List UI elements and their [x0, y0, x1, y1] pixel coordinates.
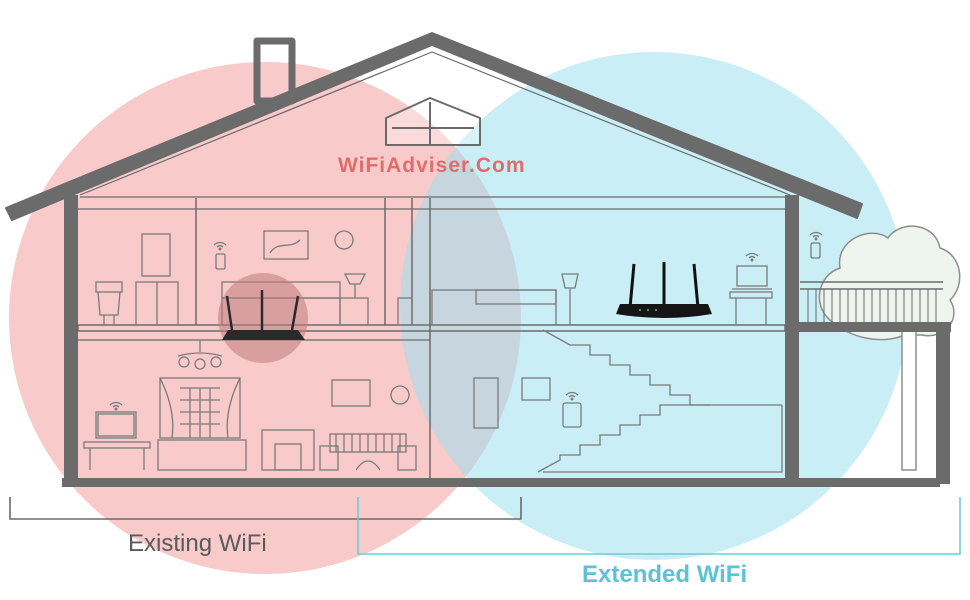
- wifi-signal-icon: [745, 252, 759, 262]
- wifi-signal-icon: [109, 401, 123, 411]
- chandelier: [177, 340, 223, 370]
- downstairs-furniture: [83, 340, 417, 471]
- window-with-curtains: [159, 377, 241, 439]
- dining-picture: [331, 379, 371, 407]
- range-brackets: [9, 497, 961, 555]
- extended-wifi-label: Extended WiFi: [582, 561, 748, 588]
- existing-range-bracket: [9, 497, 522, 520]
- wifi-signal-icons: [109, 231, 823, 411]
- hall-art: [473, 377, 551, 429]
- wifi-signal-icon: [565, 391, 579, 401]
- living-sofa: [431, 289, 557, 326]
- shelf: [397, 297, 413, 326]
- wall-clock: [334, 230, 354, 250]
- tablet-icon: [562, 402, 582, 428]
- wifi-signal-icon: [809, 231, 823, 241]
- desk: [729, 291, 773, 325]
- right-side-furniture: [397, 273, 783, 473]
- bedroom-picture: [263, 230, 309, 260]
- devices: [97, 242, 821, 437]
- tv-icon: [97, 413, 135, 437]
- toilet: [95, 281, 123, 326]
- nightstand-lamp: [339, 273, 369, 326]
- wall-clock-lower: [390, 385, 410, 405]
- existing-wifi-label: Existing WiFi: [128, 530, 267, 557]
- floor-lamp: [561, 273, 579, 325]
- staircase: [537, 329, 783, 473]
- sofa: [157, 439, 247, 471]
- roof: [5, 32, 863, 221]
- dining-table: [319, 433, 417, 471]
- smartphone-icon-balcony: [810, 242, 821, 259]
- attic-window: [385, 97, 481, 146]
- wifi-signal-icon: [213, 241, 227, 251]
- balcony: [799, 281, 951, 484]
- fireplace: [261, 429, 315, 471]
- smartphone-icon: [215, 253, 226, 270]
- tree: [818, 225, 961, 471]
- wall-cabinet: [141, 233, 171, 277]
- tv-desk: [83, 411, 151, 470]
- watermark-text: WiFiAdviser.Com: [338, 154, 526, 177]
- wifi-extender-icon: [616, 262, 712, 318]
- laptop-icon: [732, 265, 772, 290]
- house: [5, 32, 951, 487]
- extended-range-bracket: [357, 497, 961, 555]
- router-icon: [218, 273, 308, 363]
